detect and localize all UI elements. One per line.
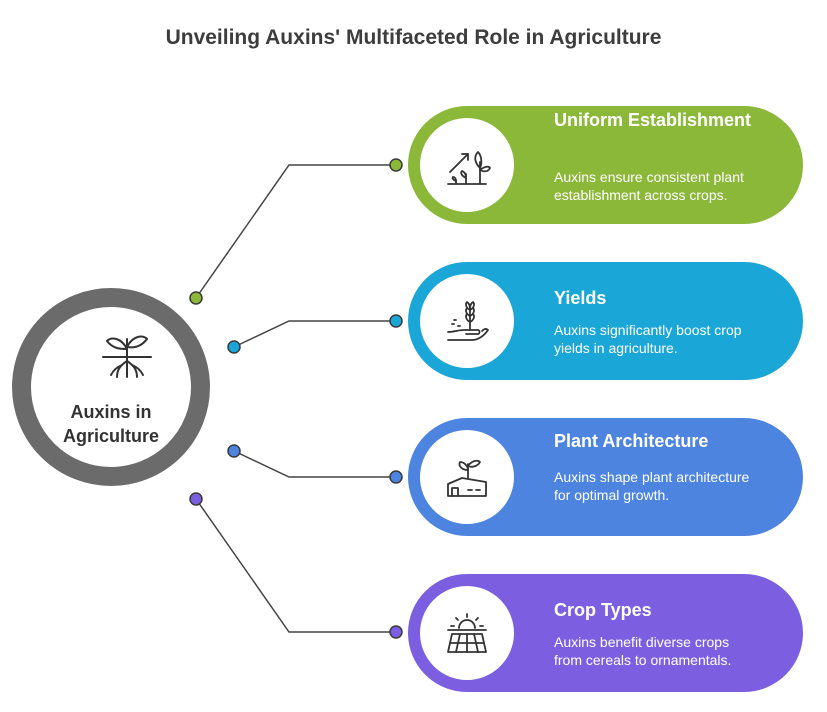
card-uniform-establishment: Uniform Establishment Auxins ensure cons… [408, 106, 803, 224]
plant-building-icon [447, 459, 487, 497]
connector-dot-yields-card [389, 314, 403, 328]
hub-label: Auxins in Agriculture [62, 402, 159, 446]
card-icon-ring [408, 106, 526, 224]
sun-field-icon [447, 613, 487, 653]
connector-dot-yields-hub [227, 340, 241, 354]
connector-crop-types [195, 498, 396, 633]
connector-yields [233, 320, 396, 348]
card-crop-types: Crop Types Auxins benefit diverse crops … [408, 574, 803, 692]
card-icon-ring [408, 262, 526, 380]
card-icon-ring [408, 574, 526, 692]
connector-dot-architecture-card [389, 470, 403, 484]
connector-dot-uniform-card [389, 158, 403, 172]
connector-dot-crops-card [389, 625, 403, 639]
connector-dot-uniform-hub [189, 291, 203, 305]
hub-auxins-in-agriculture: Auxins in Agriculture [12, 288, 210, 486]
connector-dot-architecture-hub [227, 444, 241, 458]
growth-chart-icon [447, 151, 491, 185]
sprout-roots-icon [102, 335, 152, 378]
connector-uniform-establishment [195, 164, 396, 299]
card-title: Plant Architecture [554, 431, 709, 451]
card-plant-architecture: Plant Architecture Auxins shape plant ar… [408, 418, 803, 536]
card-title: Crop Types [554, 600, 652, 620]
connector-plant-architecture [233, 450, 396, 478]
card-title: Uniform Establishment [554, 110, 752, 130]
card-description: Auxins benefit diverse crops from cereal… [554, 634, 732, 668]
wheat-hand-icon [447, 301, 489, 341]
connector-dot-crops-hub [189, 492, 203, 506]
card-description: Auxins ensure consistent plant establish… [554, 169, 744, 203]
card-icon-ring [408, 418, 526, 536]
card-description: Auxins shape plant architecture for opti… [554, 469, 750, 503]
card-title: Yields [554, 288, 607, 308]
card-description: Auxins significantly boost crop yields i… [554, 322, 742, 356]
page-title: Unveiling Auxins' Multifaceted Role in A… [165, 26, 662, 49]
card-yields: Yields Auxins significantly boost crop y… [408, 262, 803, 380]
